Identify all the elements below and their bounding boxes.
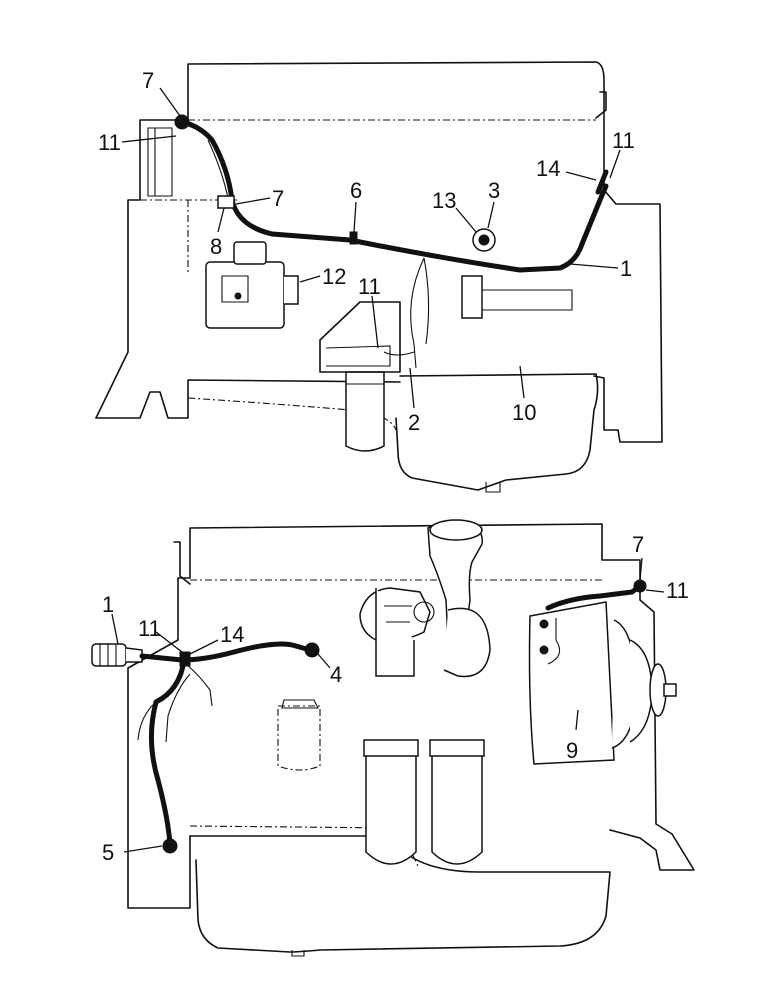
upper-main-harness: [179, 119, 609, 273]
upper-callout-10: 10: [512, 400, 536, 425]
upper-head-line: [140, 199, 240, 272]
lower-alternator: [528, 601, 677, 765]
upper-sensor: [461, 275, 573, 319]
upper-callout-leaders: [121, 87, 621, 409]
upper-engine-view: [95, 61, 663, 493]
upper-clip-7-mid: [217, 195, 235, 209]
upper-callout-12: 12: [322, 264, 346, 289]
lower-harness-branch-a: [165, 663, 213, 743]
upper-clip-6: [349, 231, 358, 245]
upper-harness-branch: [207, 139, 229, 199]
lower-fuel-filters: [363, 739, 485, 865]
upper-filter-bracket: [319, 301, 401, 373]
upper-filter-bracket-detail: [325, 345, 391, 367]
lower-oil-pan: [189, 835, 611, 953]
upper-front-plate: [147, 127, 173, 197]
lower-main-harness: [139, 641, 313, 663]
lower-pan-drain: [291, 950, 305, 957]
upper-callout-3: 3: [488, 178, 500, 203]
lower-callout-9: 9: [566, 738, 578, 763]
lower-callout-11-left: 11: [138, 616, 161, 641]
upper-callout-1: 1: [620, 256, 632, 281]
upper-lift-bracket: [595, 91, 607, 119]
upper-callout-11-center: 11: [358, 274, 381, 299]
lower-callout-leaders: [111, 557, 665, 853]
lower-small-filter: [277, 699, 321, 771]
lower-harness-branch-b: [137, 701, 157, 741]
upper-callout-11-left: 11: [98, 130, 121, 155]
lower-engine-view: [91, 519, 695, 957]
lower-clip-7: [633, 579, 647, 593]
lower-clip-14: [179, 651, 191, 667]
upper-connector-14: [595, 169, 609, 195]
lower-callout-11-right: 11: [666, 578, 689, 603]
lower-callout-4: 4: [330, 662, 342, 687]
upper-callout-11-right: 11: [612, 128, 635, 153]
upper-oil-filter: [345, 371, 385, 452]
lower-callout-7: 7: [632, 532, 644, 557]
lower-callout-1: 1: [102, 592, 114, 617]
lower-callout-5: 5: [102, 840, 114, 865]
upper-callout-6: 6: [350, 178, 362, 203]
lower-lift-bracket: [173, 541, 191, 585]
upper-wire-to-filter: [383, 351, 415, 356]
lower-harness-plug: [91, 643, 143, 667]
lower-alternator-harness: [545, 583, 643, 611]
upper-clip-7-top: [174, 114, 190, 130]
upper-callout-7-top: 7: [142, 68, 154, 93]
lower-harness-drop: [148, 657, 187, 847]
upper-wire-drop: [410, 257, 430, 369]
lower-sender-5: [162, 838, 178, 854]
lower-turbocharger: [359, 519, 491, 678]
upper-callout-2: 2: [408, 410, 420, 435]
upper-lower-contour: [187, 397, 397, 431]
upper-callout-14: 14: [536, 156, 560, 181]
lower-callout-14: 14: [220, 622, 244, 647]
lower-engine-block-outline: [127, 523, 695, 909]
lower-sender-4: [304, 642, 320, 658]
upper-oil-pan: [395, 373, 599, 491]
upper-callout-7-mid: 7: [272, 186, 284, 211]
upper-fuel-pump: [205, 241, 299, 329]
upper-callout-13: 13: [432, 188, 456, 213]
upper-sender-core: [478, 234, 490, 246]
upper-callout-8: 8: [210, 234, 222, 259]
upper-pan-drain: [485, 482, 501, 493]
